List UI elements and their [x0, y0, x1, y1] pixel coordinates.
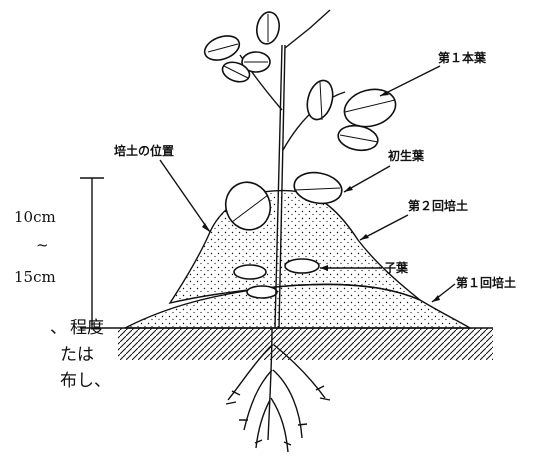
label-first-hilling: 第１回培土 [456, 275, 516, 290]
label-primary-leaf: 初生葉 [388, 148, 425, 163]
cotyledon-left [234, 265, 266, 279]
leader-ridge-position [160, 160, 210, 232]
height-lower-label: 15cm [14, 268, 56, 286]
arrow-ridge-position [202, 223, 210, 232]
cotyledon-right [285, 259, 319, 273]
ground-soil [118, 328, 493, 360]
height-tilde: ~ [36, 236, 49, 254]
label-cotyledon: 子葉 [384, 260, 409, 275]
label-first-true-leaf: 第１本葉 [438, 50, 487, 65]
label-second-hilling: 第２回培土 [408, 198, 468, 213]
cotyledon-lower [247, 286, 277, 298]
first-hilling-mound [125, 284, 470, 328]
arrow-second-hilling [360, 234, 369, 240]
trifoliate-leaf-top-left [201, 10, 281, 85]
trifoliate-leaf-right [303, 78, 400, 154]
label-ridge-position: 培土の位置 [114, 143, 174, 158]
background-text-line3: 布し、 [60, 371, 111, 391]
stem-tip [285, 10, 330, 48]
background-text-line2: たは [60, 345, 94, 365]
background-text-fragment: 、 [50, 318, 67, 338]
height-upper-label: 10cm [14, 208, 56, 226]
height-dimension [80, 178, 118, 328]
leader-first-true-leaf [380, 66, 440, 96]
